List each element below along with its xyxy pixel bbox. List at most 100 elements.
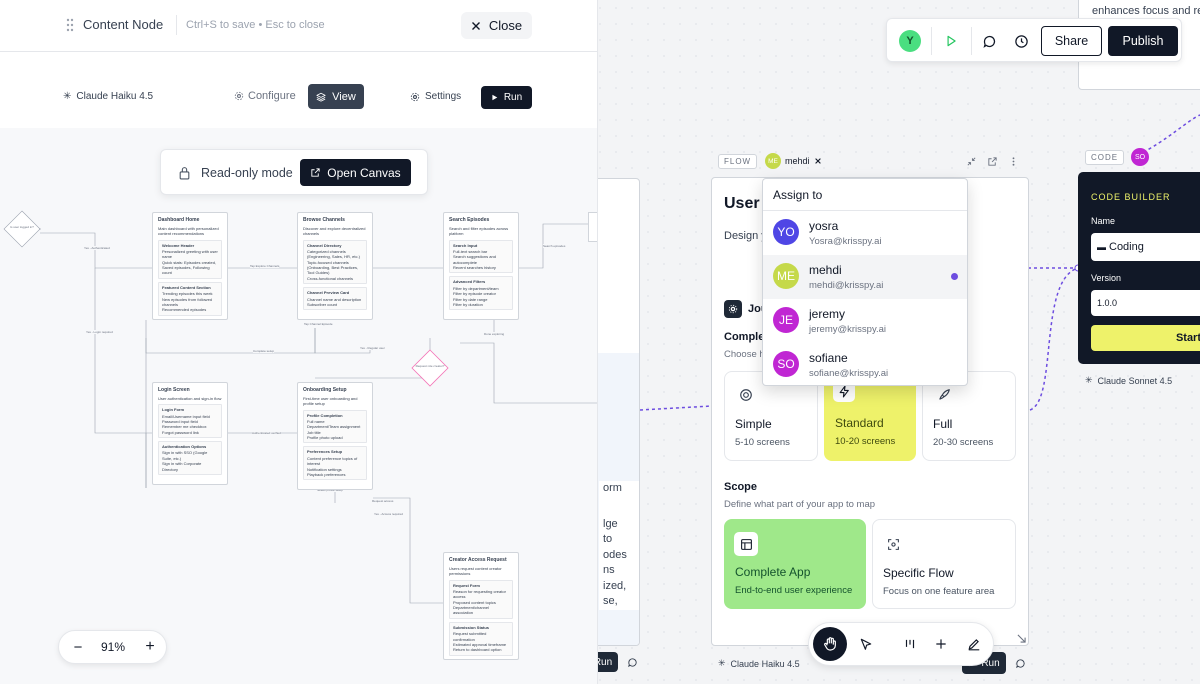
align-tool-button[interactable] xyxy=(895,629,925,659)
laptop-icon: ▬ xyxy=(1097,242,1106,252)
zoom-value: 91% xyxy=(100,640,126,654)
collapse-icon[interactable] xyxy=(966,156,977,167)
select-tool-button[interactable] xyxy=(851,629,881,659)
readonly-banner: Read-only mode Open Canvas xyxy=(160,149,428,195)
text-fragment: ized, xyxy=(603,579,627,592)
flow-canvas[interactable]: Is user logged in? Request role creator?… xyxy=(0,128,597,684)
user-email: Yosra@krisspy.ai xyxy=(809,236,882,247)
option-name: Standard xyxy=(835,416,884,430)
flow-screen-partial[interactable] xyxy=(588,212,597,242)
flow-screen-browse[interactable]: Browse Channels Discover and explore dec… xyxy=(297,212,373,320)
code-assignee-avatar[interactable]: SO xyxy=(1131,148,1149,166)
settings-button[interactable]: Settings xyxy=(410,91,461,102)
assign-option-mehdi[interactable]: ME mehdi mehdi@krisspy.ai xyxy=(763,255,967,299)
option-desc: 20-30 screens xyxy=(933,437,994,448)
assign-option-yosra[interactable]: YO yosra Yosra@krisspy.ai xyxy=(763,211,967,255)
open-canvas-button[interactable]: Open Canvas xyxy=(300,159,411,186)
add-node-button[interactable] xyxy=(926,629,956,659)
zoom-control: − 91% + xyxy=(58,630,167,664)
flow-screen-search[interactable]: Search Episodes Search and filter episod… xyxy=(443,212,519,320)
decision-node[interactable] xyxy=(411,349,449,387)
option-name: Specific Flow xyxy=(883,566,954,580)
complexity-option-simple[interactable]: Simple 5-10 screens xyxy=(724,371,818,461)
screen-desc: User authentication and sign-in flow xyxy=(158,395,222,401)
clock-icon xyxy=(1014,34,1028,48)
edge-label: Complete setup xyxy=(253,349,275,353)
assign-title: Assign to xyxy=(773,188,823,202)
assign-option-jeremy[interactable]: JE jeremy jeremy@krisspy.ai xyxy=(763,299,967,343)
comments-button[interactable] xyxy=(975,27,1003,55)
flow-tag: FLOW xyxy=(718,154,758,169)
tab-configure[interactable]: Configure xyxy=(234,90,296,102)
publish-button[interactable]: Publish xyxy=(1108,26,1178,56)
code-builder-card[interactable]: CODE BUILDER Name ▬Coding Version 1.0.0 … xyxy=(1078,172,1200,364)
decision-node[interactable] xyxy=(3,210,41,248)
comment-icon[interactable] xyxy=(1015,658,1026,669)
run-button[interactable]: Run xyxy=(481,86,532,109)
option-desc: Focus on one feature area xyxy=(883,586,995,597)
decision-label: Request role creator? xyxy=(415,364,445,368)
scope-option-specific-flow[interactable]: Specific Flow Focus on one feature area xyxy=(872,519,1016,609)
flow-screen-login[interactable]: Login Screen User authentication and sig… xyxy=(152,382,228,485)
assign-option-sofiane[interactable]: SO sofiane sofiane@krisspy.ai xyxy=(763,343,967,387)
flow-screen-creator-access[interactable]: Creator Access Request Users request con… xyxy=(443,552,519,660)
screen-title: Creator Access Request xyxy=(449,557,507,563)
align-icon xyxy=(905,639,915,649)
sparkle-icon: ✳ xyxy=(1085,375,1093,385)
option-name: Full xyxy=(933,417,953,431)
version-input[interactable]: 1.0.0 xyxy=(1091,290,1200,316)
screen-title: Onboarding Setup xyxy=(303,387,347,393)
close-icon[interactable] xyxy=(814,157,822,165)
user-email: mehdi@krisspy.ai xyxy=(809,280,884,291)
external-link-icon[interactable] xyxy=(987,156,998,167)
flow-screen-onboarding[interactable]: Onboarding Setup First-time user onboard… xyxy=(297,382,373,490)
user-name: mehdi xyxy=(809,263,842,277)
code-model-label: ✳Claude Sonnet 4.5 xyxy=(1085,375,1173,386)
play-button[interactable] xyxy=(937,27,965,55)
screen-desc: Users request content creator permission… xyxy=(449,565,502,577)
pan-tool-button[interactable] xyxy=(813,627,847,661)
draw-tool-button[interactable] xyxy=(959,629,989,659)
user-email: jeremy@krisspy.ai xyxy=(809,324,887,335)
plus-icon xyxy=(936,639,946,649)
user-name: yosra xyxy=(809,219,839,233)
top-toolbar: Y Share Publish xyxy=(886,18,1182,62)
user-avatar: ME xyxy=(773,263,799,289)
drag-handle-icon[interactable] xyxy=(66,18,74,32)
resize-handle-icon[interactable] xyxy=(1017,634,1026,643)
play-icon xyxy=(947,35,956,47)
scope-option-complete-app[interactable]: Complete App End-to-end user experience xyxy=(724,519,866,609)
zoom-in-button[interactable]: + xyxy=(145,638,155,655)
name-label: Name xyxy=(1091,216,1116,226)
canvas-toolbar xyxy=(808,622,994,666)
screen-desc: Discover and explore decentralized chann… xyxy=(303,225,366,237)
user-email: sofiane@krisspy.ai xyxy=(809,368,889,379)
screen-desc: Search and filter episodes across platfo… xyxy=(449,225,509,237)
close-button[interactable]: Close xyxy=(461,12,532,39)
model-label: ✳Claude Haiku 4.5 xyxy=(63,91,154,102)
edge-label: Request access xyxy=(372,499,394,503)
shortcut-hint: Ctrl+S to save • Esc to close xyxy=(186,19,325,31)
bolt-icon xyxy=(839,385,849,397)
share-button[interactable]: Share xyxy=(1041,26,1102,56)
scope-label: Scope xyxy=(724,481,758,493)
zoom-out-button[interactable]: − xyxy=(73,638,83,656)
text-fragment: se, xyxy=(603,595,618,607)
pencil-icon xyxy=(968,639,980,651)
option-desc: 10-20 screens xyxy=(835,436,896,447)
start-button[interactable]: Start xyxy=(1091,325,1200,351)
comment-icon[interactable] xyxy=(627,657,638,668)
edge-label: Tap Channel Episode xyxy=(304,322,333,326)
complexity-option-full[interactable]: Full 20-30 screens xyxy=(922,371,1016,461)
flow-screen-dashboard[interactable]: Dashboard Home Main dashboard with perso… xyxy=(152,212,228,320)
assignee-avatar: ME xyxy=(765,153,781,169)
more-vertical-icon[interactable] xyxy=(1008,156,1019,167)
flow-assignee-chip[interactable]: ME mehdi xyxy=(765,152,822,170)
code-tag: CODE xyxy=(1085,150,1125,165)
tab-view[interactable]: View xyxy=(308,84,364,109)
user-avatar[interactable]: Y xyxy=(899,30,921,52)
user-avatar: JE xyxy=(773,307,799,333)
history-button[interactable] xyxy=(1007,27,1035,55)
flow-edges xyxy=(3,210,597,604)
name-input[interactable]: ▬Coding xyxy=(1091,233,1200,261)
